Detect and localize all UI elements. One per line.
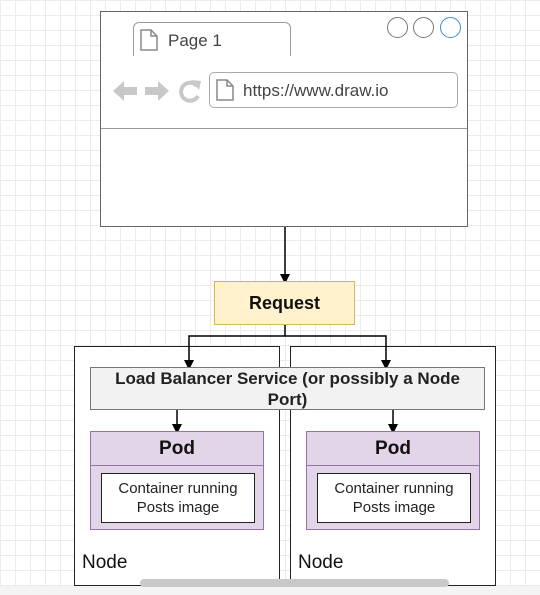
- page-icon: [216, 79, 234, 101]
- pod-box-right[interactable]: Pod Container running Posts image: [306, 431, 480, 530]
- window-minimize-icon[interactable]: [387, 17, 408, 38]
- url-text: https://www.draw.io: [243, 81, 389, 100]
- tab-label: Page 1: [168, 31, 222, 50]
- node-label-right: Node: [298, 552, 344, 573]
- container-label: Container running Posts image: [118, 480, 238, 516]
- load-balancer-box[interactable]: Load Balancer Service (or possibly a Nod…: [90, 367, 485, 410]
- pod-title: Pod: [307, 432, 479, 466]
- url-bar[interactable]: [209, 72, 458, 108]
- page-icon: [140, 29, 158, 51]
- arrow-request-to-right-node: [285, 335, 391, 370]
- node-label-left: Node: [82, 552, 128, 573]
- horizontal-scrollbar[interactable]: [140, 579, 449, 587]
- forward-arrow-icon[interactable]: [144, 78, 170, 104]
- load-balancer-label: Load Balancer Service (or possibly a Nod…: [115, 368, 460, 409]
- arrow-request-to-left-node: [184, 325, 286, 370]
- container-box[interactable]: Container running Posts image: [101, 473, 255, 523]
- canvas-bottom-edge: [0, 586, 540, 595]
- pod-title: Pod: [91, 432, 263, 466]
- request-box[interactable]: Request: [214, 281, 355, 325]
- browser-divider: [101, 128, 467, 129]
- window-maximize-icon[interactable]: [413, 17, 434, 38]
- pod-box-left[interactable]: Pod Container running Posts image: [90, 431, 264, 530]
- request-label: Request: [248, 292, 320, 313]
- reload-icon[interactable]: [177, 78, 203, 104]
- container-box[interactable]: Container running Posts image: [317, 473, 471, 523]
- container-label: Container running Posts image: [334, 480, 454, 516]
- browser-tab[interactable]: [133, 22, 291, 56]
- back-arrow-icon[interactable]: [112, 78, 138, 104]
- window-close-icon[interactable]: [440, 17, 461, 38]
